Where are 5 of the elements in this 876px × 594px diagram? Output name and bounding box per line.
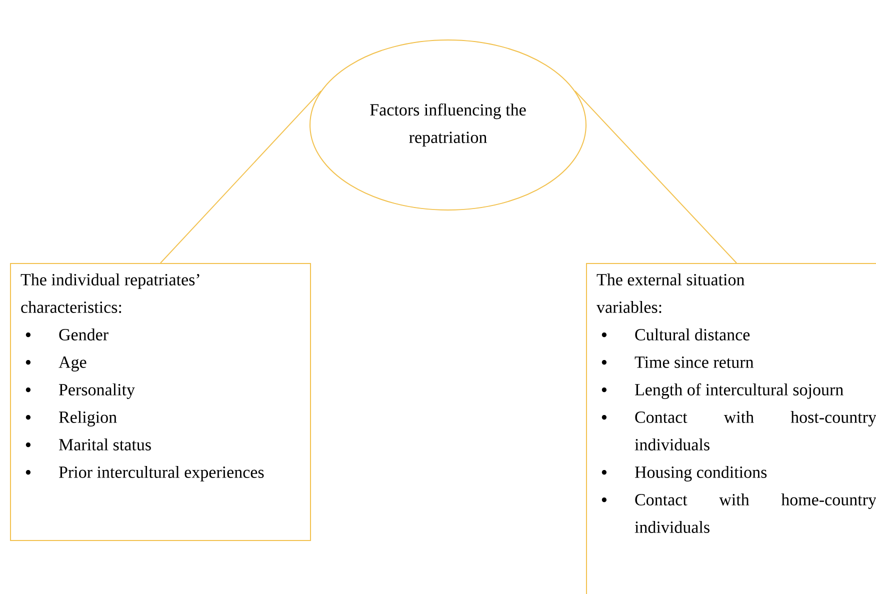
- connector-line: [574, 90, 737, 264]
- text-box: The external situation variables: Cultural distance Time since return Length of intercultural sojourn Contact with host-country individuals Housing conditions Contact with home-country individuals: [586, 263, 876, 594]
- text-box: The individual repatriates’ characteristics: Gender Age Personality Religion Marital status Prior intercultural experiences: [10, 263, 311, 541]
- oval-node: Factors influencing the repatriation: [310, 40, 586, 210]
- connector-line: [160, 90, 322, 264]
